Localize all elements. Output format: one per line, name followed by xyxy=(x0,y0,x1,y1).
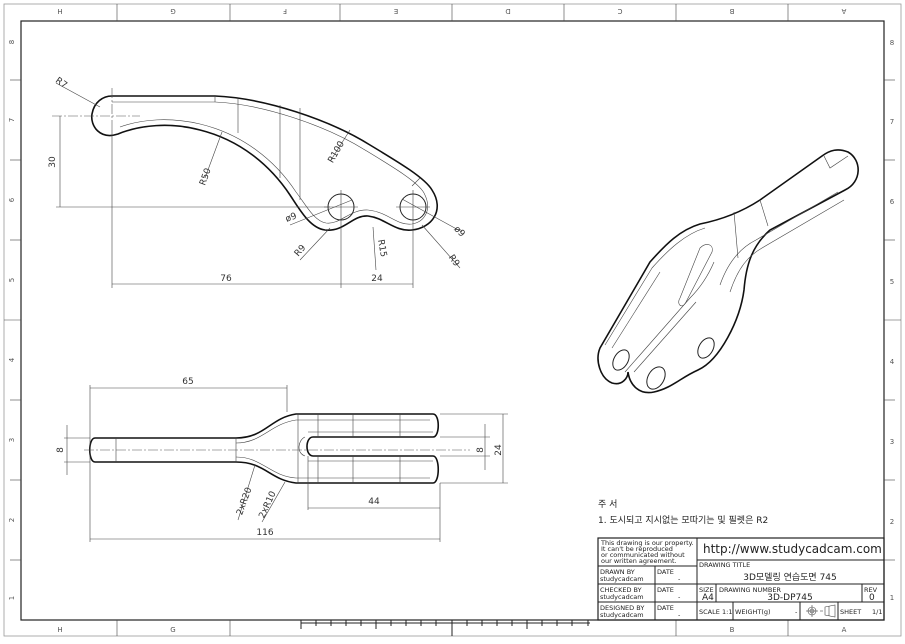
svg-text:CHECKED BY: CHECKED BY xyxy=(600,586,642,594)
svg-text:-: - xyxy=(678,575,681,583)
svg-text:REV: REV xyxy=(864,586,878,594)
svg-text:D: D xyxy=(505,7,510,15)
svg-text:5: 5 xyxy=(8,278,16,282)
svg-text:DATE: DATE xyxy=(657,568,674,576)
svg-text:or communicated without: or communicated without xyxy=(601,551,685,559)
svg-text:SIZE: SIZE xyxy=(699,586,714,594)
svg-text:1: 1 xyxy=(890,594,894,602)
svg-text:H: H xyxy=(57,7,62,15)
svg-text:-: - xyxy=(678,611,681,619)
drawing-frame xyxy=(20,20,885,621)
svg-text:DRAWING NUMBER: DRAWING NUMBER xyxy=(719,586,781,594)
svg-text:8: 8 xyxy=(56,447,66,453)
notes-line-1: 1. 도시되고 지시없는 모따기는 및 필렛은 R2 xyxy=(598,514,768,526)
svg-text:7: 7 xyxy=(8,118,16,122)
svg-text:E: E xyxy=(394,7,398,15)
svg-text:R9: R9 xyxy=(293,243,309,259)
svg-text:2xR20: 2xR20 xyxy=(235,486,254,517)
svg-text:studycadcam: studycadcam xyxy=(600,593,644,601)
svg-text:DRAWN BY: DRAWN BY xyxy=(600,568,635,576)
svg-text:24: 24 xyxy=(494,444,504,456)
svg-text:It can't be reproduced: It can't be reproduced xyxy=(601,545,673,553)
zone-markers-bottom: H G B A xyxy=(57,620,847,636)
svg-text:7: 7 xyxy=(890,118,894,126)
svg-text:4: 4 xyxy=(8,357,16,362)
svg-text:This drawing is our property.: This drawing is our property. xyxy=(600,539,694,547)
svg-text:6: 6 xyxy=(890,198,895,206)
svg-text:6: 6 xyxy=(8,197,16,202)
svg-text:30: 30 xyxy=(48,156,58,168)
svg-text:-: - xyxy=(795,608,798,616)
zone-markers-left: 8 7 6 5 4 3 2 1 xyxy=(4,40,21,600)
website-url: http://www.studycadcam.com xyxy=(703,542,882,556)
drawing-number: 3D-DP745 xyxy=(767,593,812,603)
svg-text:H: H xyxy=(57,626,62,634)
svg-text:DATE: DATE xyxy=(657,604,674,612)
front-view-outline xyxy=(88,413,440,484)
svg-text:A: A xyxy=(842,626,847,634)
svg-text:our written agreement.: our written agreement. xyxy=(601,557,677,565)
svg-text:DESIGNED BY: DESIGNED BY xyxy=(600,604,644,612)
svg-text:-: - xyxy=(678,593,681,601)
svg-text:8: 8 xyxy=(890,39,894,47)
drawing-title: 3D모델링 연습도면 745 xyxy=(743,571,837,583)
svg-text:studycadcam: studycadcam xyxy=(600,611,644,619)
svg-text:4: 4 xyxy=(890,358,895,366)
svg-text:B: B xyxy=(730,626,735,634)
zone-markers-top: H G F E D C B A xyxy=(57,4,846,21)
svg-text:WEIGHT(g): WEIGHT(g) xyxy=(735,608,771,616)
svg-text:8: 8 xyxy=(8,40,16,44)
svg-text:R50: R50 xyxy=(198,167,214,187)
svg-text:ø9: ø9 xyxy=(451,224,466,239)
svg-text:1: 1 xyxy=(8,596,16,600)
svg-text:R15: R15 xyxy=(375,239,388,258)
svg-text:2: 2 xyxy=(890,518,894,526)
third-angle-projection-icon xyxy=(806,604,836,618)
svg-text:SHEET: SHEET xyxy=(840,608,861,616)
top-view: 30 76 24 R7 R50 R100 ø9 R9 R15 ø9 R9 xyxy=(48,76,467,288)
svg-text:G: G xyxy=(170,7,175,15)
svg-text:R100: R100 xyxy=(327,139,348,165)
svg-text:G: G xyxy=(170,626,175,634)
svg-text:24: 24 xyxy=(371,274,383,284)
svg-text:F: F xyxy=(283,7,287,15)
top-view-outline xyxy=(91,95,438,231)
zone-markers-right: 8 7 6 5 4 3 2 1 xyxy=(884,39,901,602)
svg-text:1:1: 1:1 xyxy=(722,608,732,616)
svg-text:A: A xyxy=(841,7,846,15)
svg-text:SCALE: SCALE xyxy=(699,608,720,616)
svg-text:C: C xyxy=(617,7,622,15)
svg-text:DRAWING TITLE: DRAWING TITLE xyxy=(699,561,750,569)
svg-text:ø9: ø9 xyxy=(284,211,298,224)
svg-text:116: 116 xyxy=(256,528,273,538)
svg-text:65: 65 xyxy=(182,377,193,387)
svg-text:5: 5 xyxy=(890,278,894,286)
notes-heading: 주 서 xyxy=(598,499,617,510)
notes: 주 서 1. 도시되고 지시없는 모따기는 및 필렛은 R2 xyxy=(598,499,768,526)
svg-text:3: 3 xyxy=(890,438,894,446)
svg-text:8: 8 xyxy=(476,447,486,453)
sheet-size: A4 xyxy=(702,593,714,603)
svg-text:1/1: 1/1 xyxy=(872,608,882,616)
svg-text:76: 76 xyxy=(220,274,232,284)
svg-text:3: 3 xyxy=(8,438,16,442)
svg-text:studycadcam: studycadcam xyxy=(600,575,644,583)
front-view: 65 8 116 44 8 24 2xR20 2xR10 xyxy=(56,377,508,542)
svg-text:44: 44 xyxy=(368,497,380,507)
revision: 0 xyxy=(869,593,875,603)
svg-text:B: B xyxy=(729,7,734,15)
title-block: This drawing is our property. It can't b… xyxy=(597,537,885,621)
svg-text:DATE: DATE xyxy=(657,586,674,594)
svg-text:2: 2 xyxy=(8,518,16,522)
isometric-view xyxy=(597,149,859,394)
svg-text:2xR10: 2xR10 xyxy=(257,490,278,521)
